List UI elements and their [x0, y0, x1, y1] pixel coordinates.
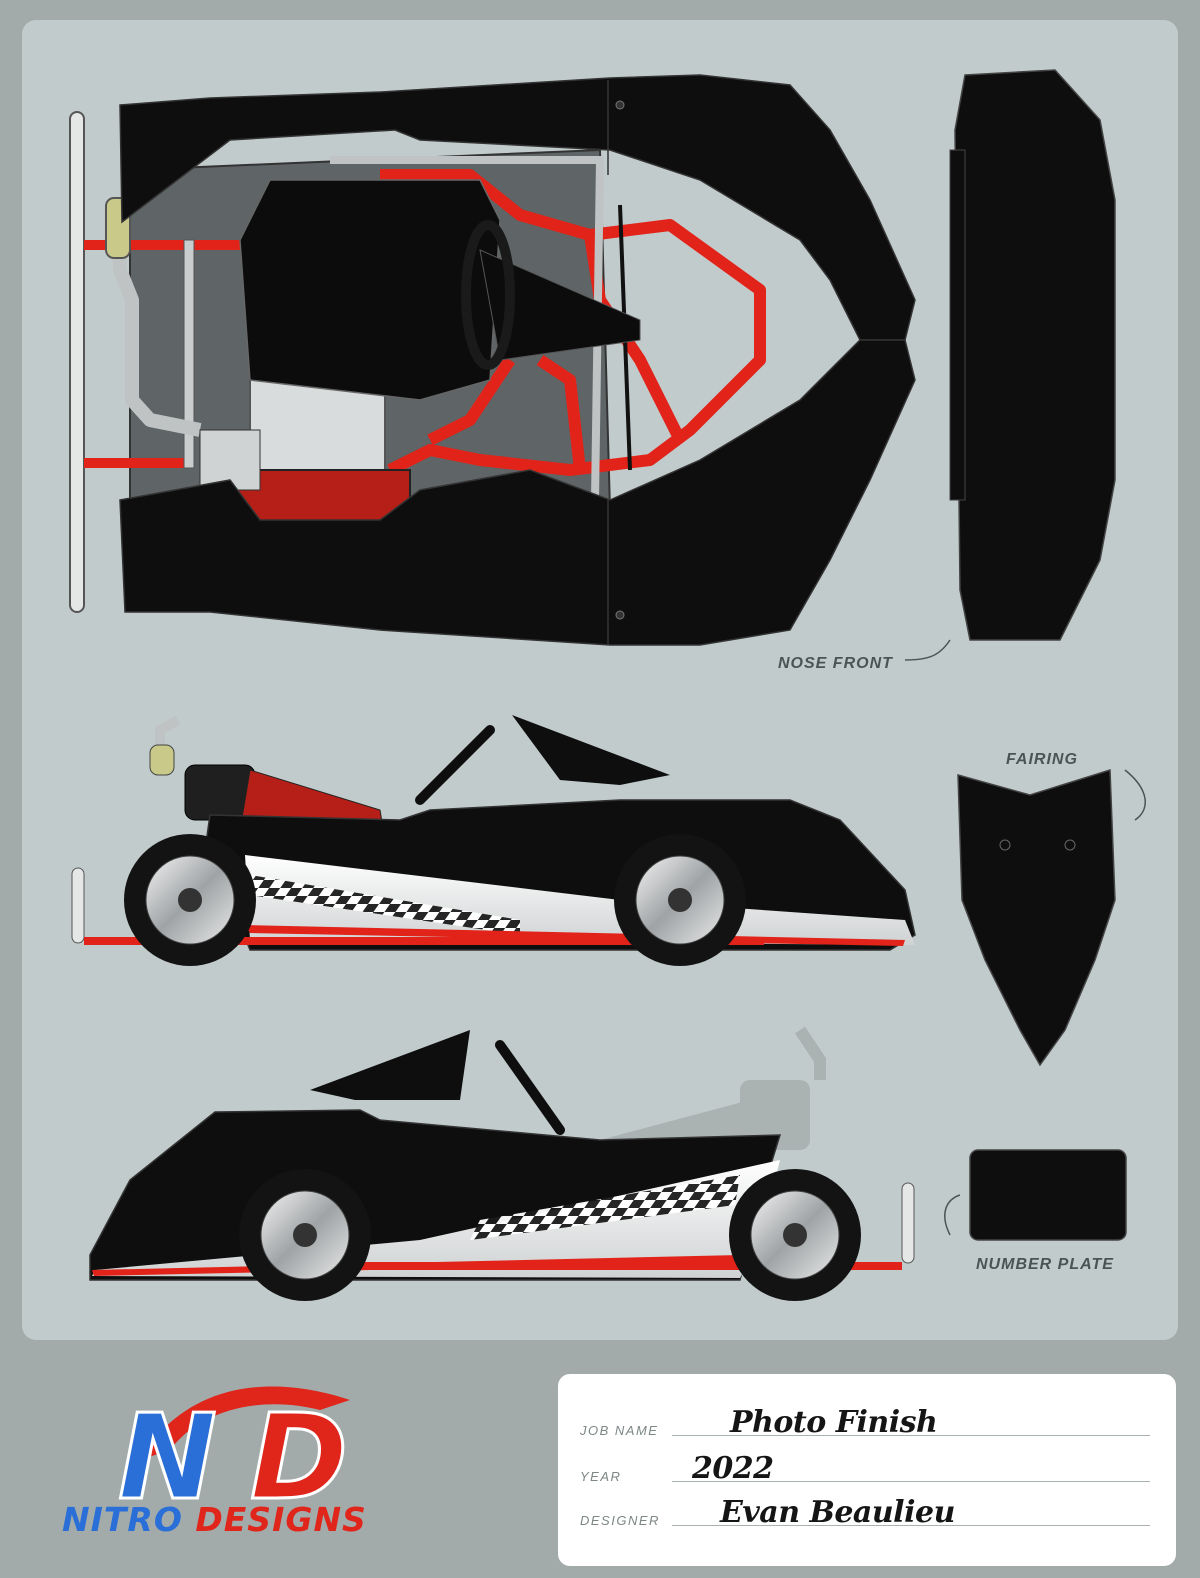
fairing-part — [957, 768, 1116, 1067]
logo-letter-n: N — [118, 1388, 217, 1526]
number-plate-arrow — [944, 1194, 961, 1236]
year-line — [672, 1481, 1150, 1482]
designer-label: DESIGNER — [580, 1513, 660, 1528]
fairing-arrow — [1124, 769, 1146, 821]
logo-word-nitro: NITRO — [62, 1500, 183, 1539]
job-name-value: Photo Finish — [730, 1405, 938, 1440]
nose-front-label: NOSE FRONT — [778, 655, 893, 672]
year-row: YEAR 2022 — [580, 1448, 1150, 1488]
designer-line — [672, 1525, 1150, 1526]
designer-row: DESIGNER Evan Beaulieu — [580, 1492, 1150, 1532]
nose-front-part — [949, 69, 1116, 641]
year-value: 2022 — [692, 1451, 774, 1486]
fairing-label: FAIRING — [1006, 751, 1078, 768]
designer-value: Evan Beaulieu — [720, 1495, 955, 1530]
logo-wordmark: NITRO DESIGNS — [62, 1500, 462, 1540]
kart-top-view — [69, 74, 916, 646]
job-name-label: JOB NAME — [580, 1423, 659, 1438]
job-info-card: JOB NAME Photo Finish YEAR 2022 DESIGNER… — [558, 1374, 1176, 1566]
kart-side-view-left — [89, 1026, 915, 1301]
nose-front-arrow — [904, 639, 951, 661]
kart-side-view-right — [71, 715, 916, 966]
number-plate-part — [969, 1149, 1127, 1241]
year-label: YEAR — [580, 1469, 622, 1484]
logo-letter-d: D — [250, 1388, 348, 1526]
nitro-designs-logo-mark: N D — [117, 1386, 350, 1528]
logo-word-designs: DESIGNS — [195, 1500, 367, 1539]
job-name-row: JOB NAME Photo Finish — [580, 1402, 1150, 1442]
job-name-line — [672, 1435, 1150, 1436]
number-plate-label: NUMBER PLATE — [976, 1256, 1114, 1273]
